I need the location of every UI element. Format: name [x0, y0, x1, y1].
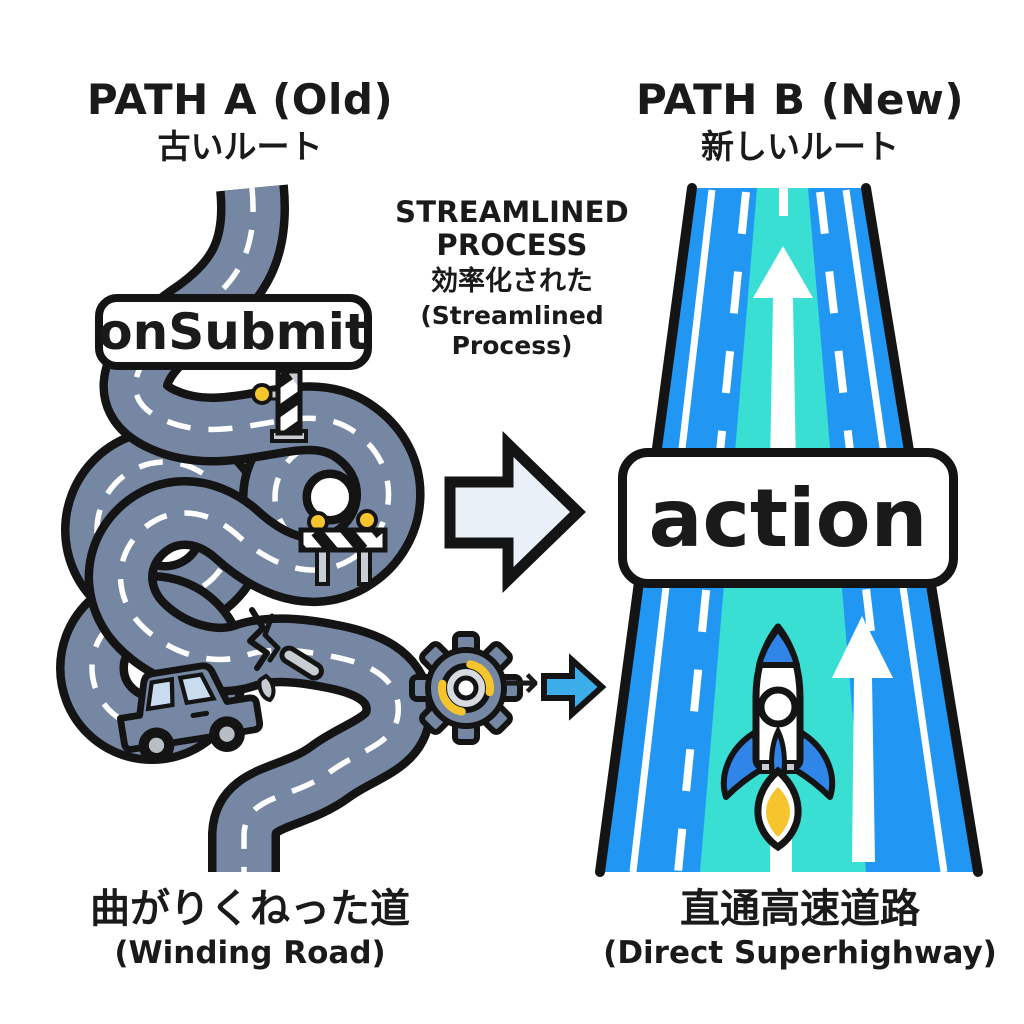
path-a-subtitle-jp: 古いルート [157, 127, 323, 166]
winding-road-label-jp: 曲がりくねった道 [90, 886, 410, 932]
small-arrow-icon [541, 653, 607, 721]
process-jp: 効率化された [431, 266, 593, 297]
process-en-line2: Process) [451, 331, 573, 360]
action-label-box: action [618, 448, 958, 588]
superhighway-label-en: (Direct Superhighway) [603, 935, 997, 971]
roadblock-pole-icon [251, 368, 308, 443]
rocket-icon [720, 623, 836, 852]
process-title-line2: PROCESS [436, 228, 588, 262]
thin-arrow-icon: → [502, 657, 540, 708]
path-a-title: PATH A (Old) [86, 75, 394, 124]
onsubmit-label: onSubmit [98, 303, 369, 361]
action-label: action [648, 471, 928, 565]
path-b-title: PATH B (New) [635, 75, 965, 124]
winding-road [56, 184, 435, 872]
process-en-line1: (Streamlined [420, 301, 604, 330]
barricade-icon [298, 509, 388, 586]
path-b-subtitle-jp: 新しいルート [701, 127, 899, 166]
superhighway-label-jp: 直通高速道路 [680, 886, 920, 932]
up-arrow-icon [832, 616, 893, 862]
gear-icon [409, 631, 523, 745]
car-icon [116, 662, 264, 764]
winding-road-label-en: (Winding Road) [114, 935, 386, 971]
up-arrow-icon [753, 246, 813, 470]
road-crack-icon [247, 607, 324, 703]
onsubmit-label-box: onSubmit [95, 294, 372, 370]
process-title-line1: STREAMLINED [395, 195, 629, 229]
big-arrow-icon [444, 430, 586, 594]
